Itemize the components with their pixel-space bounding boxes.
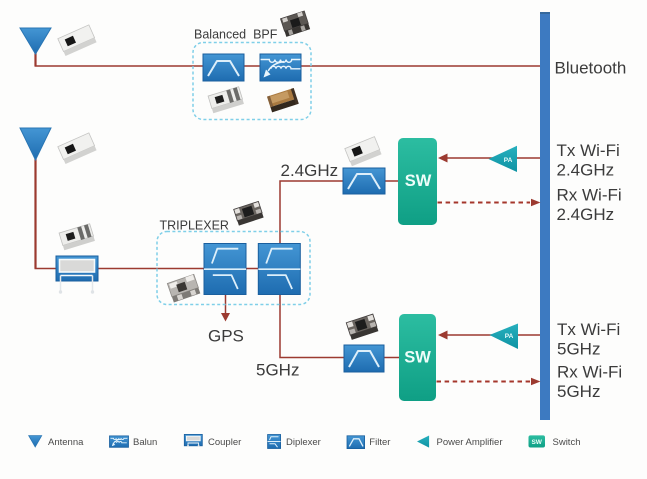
- svg-text:Rx Wi-Fi: Rx Wi-Fi: [557, 186, 622, 205]
- svg-text:SW: SW: [531, 439, 542, 446]
- svg-text:SW: SW: [405, 172, 432, 190]
- svg-text:Balun: Balun: [133, 437, 157, 448]
- svg-text:Switch: Switch: [553, 437, 581, 448]
- svg-text:2.4GHz: 2.4GHz: [557, 205, 615, 224]
- svg-text:Filter: Filter: [369, 437, 390, 448]
- svg-text:PA: PA: [504, 157, 513, 164]
- svg-text:Bluetooth: Bluetooth: [555, 59, 627, 78]
- svg-text:5GHz: 5GHz: [557, 382, 600, 401]
- svg-text:Power Amplifier: Power Amplifier: [437, 437, 503, 448]
- svg-text:TRIPLEXER: TRIPLEXER: [160, 219, 229, 233]
- svg-text:Tx Wi-Fi: Tx Wi-Fi: [557, 320, 620, 339]
- svg-text:Balanced BPF: Balanced BPF: [194, 28, 278, 42]
- svg-text:SW: SW: [404, 349, 431, 367]
- svg-text:Diplexer: Diplexer: [286, 437, 321, 448]
- svg-text:Tx Wi-Fi: Tx Wi-Fi: [557, 141, 620, 160]
- svg-text:2.4GHz: 2.4GHz: [281, 161, 339, 180]
- svg-text:Rx Wi-Fi: Rx Wi-Fi: [557, 363, 622, 382]
- svg-text:PA: PA: [505, 333, 514, 340]
- svg-text:Antenna: Antenna: [48, 437, 84, 448]
- svg-text:Coupler: Coupler: [208, 437, 241, 448]
- svg-text:5GHz: 5GHz: [256, 361, 299, 380]
- svg-text:2.4GHz: 2.4GHz: [557, 161, 615, 180]
- svg-text:5GHz: 5GHz: [557, 340, 600, 359]
- svg-text:GPS: GPS: [208, 327, 244, 346]
